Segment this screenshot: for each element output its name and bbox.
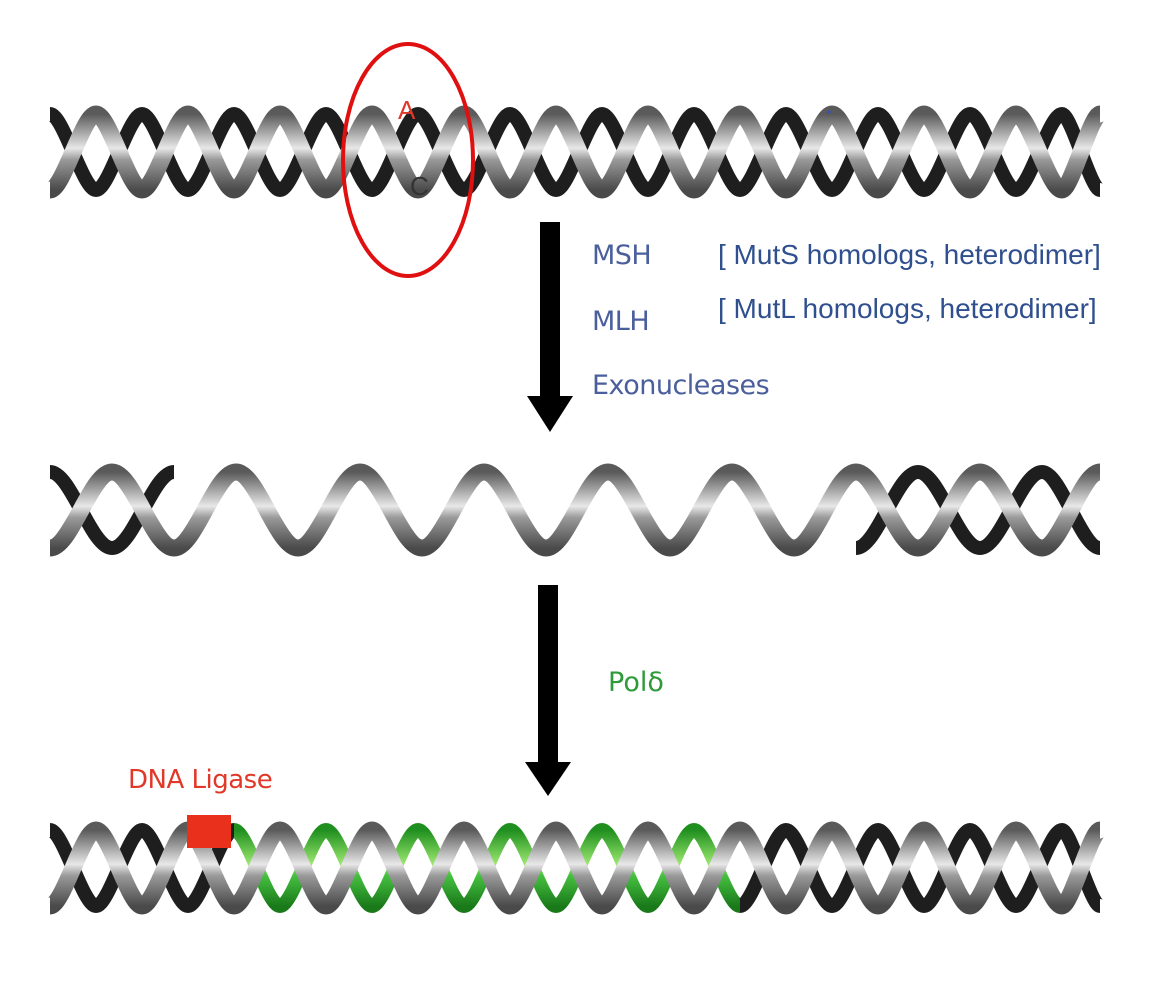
grey-strand-segment [644, 105, 698, 199]
grey-strand-segment [874, 821, 928, 915]
grey-strand-segment [230, 821, 284, 915]
grey-strand-segment [276, 105, 330, 199]
grey-strand-segment [552, 105, 606, 199]
grey-strand-segment [828, 105, 882, 199]
grey-strand-segment [791, 463, 859, 557]
mismatch-base-a: A [398, 95, 416, 125]
grey-strand-segment [368, 821, 422, 915]
grey-strand-segment [667, 463, 735, 557]
grey-strand-segment [552, 821, 606, 915]
mlh-label: MLH [592, 306, 650, 337]
grey-strand-segment [598, 105, 652, 199]
grey-strand-segment [46, 821, 100, 915]
msh-label: MSH [592, 240, 652, 271]
grey-strand-segment [853, 463, 921, 557]
grey-strand-segment [1057, 821, 1105, 915]
arrow-down-1 [527, 222, 573, 432]
mlh-note: [ MutL homologs, heterodimer] [718, 293, 1097, 324]
grey-strand-segment [92, 105, 146, 199]
grey-strand-segment [920, 105, 974, 199]
grey-strand-segment [1012, 821, 1066, 915]
pol-delta-label: Polδ [608, 667, 664, 698]
grey-strand-segment [295, 463, 363, 557]
grey-strand-segment [966, 105, 1020, 199]
grey-strand-segment [46, 105, 100, 199]
grey-strand-segment [915, 463, 983, 557]
grey-strand-segment [506, 821, 560, 915]
exonucleases-label: Exonucleases [592, 370, 770, 401]
grey-strand-segment [506, 105, 560, 199]
grey-strand-segment [368, 105, 422, 199]
grey-strand-segment [920, 821, 974, 915]
grey-strand-segment [138, 821, 192, 915]
grey-strand-segment [736, 105, 790, 199]
grey-strand-segment [736, 821, 790, 915]
grey-strand-segment [598, 821, 652, 915]
grey-strand-segment [414, 821, 468, 915]
grey-strand-segment [690, 105, 744, 199]
mismatch-circle [341, 42, 475, 278]
grey-strand-segment [782, 821, 836, 915]
grey-strand-segment [481, 463, 549, 557]
grey-strand-segment [1057, 105, 1105, 199]
grey-strand-segment [605, 463, 673, 557]
grey-strand-segment [543, 463, 611, 557]
grey-strand-segment [1012, 105, 1066, 199]
grey-strand-segment [828, 821, 882, 915]
grey-strand-segment [322, 105, 376, 199]
grey-strand-segment [644, 821, 698, 915]
grey-strand-segment [729, 463, 797, 557]
grey-strand-segment [977, 463, 1045, 557]
msh-note: [ MutS homologs, heterodimer] [718, 239, 1101, 270]
grey-strand-segment [782, 105, 836, 199]
grey-strand-segment [690, 821, 744, 915]
stray-dot [827, 110, 831, 114]
grey-strand-segment [966, 821, 1020, 915]
grey-strand-segment [874, 105, 928, 199]
grey-strand-segment [322, 821, 376, 915]
grey-strand-segment [138, 105, 192, 199]
grey-strand-segment [460, 821, 514, 915]
dna-helix-excised [47, 463, 1103, 557]
grey-strand-segment [276, 821, 330, 915]
grey-strand-segment [171, 463, 239, 557]
grey-strand-segment [419, 463, 487, 557]
dna-helix-mismatch [46, 105, 1105, 199]
grey-strand-segment [357, 463, 425, 557]
grey-strand-segment [92, 821, 146, 915]
grey-strand-segment [184, 105, 238, 199]
dna-ligase-label: DNA Ligase [128, 765, 273, 795]
grey-strand-segment [1039, 463, 1103, 557]
dna-ligase-box [187, 815, 231, 848]
grey-strand-segment [230, 105, 284, 199]
grey-strand-segment [414, 105, 468, 199]
grey-strand-segment [47, 463, 115, 557]
mismatch-base-c: C [410, 171, 429, 201]
grey-strand-segment [233, 463, 301, 557]
grey-strand-segment [109, 463, 177, 557]
dna-helix-repaired [46, 821, 1105, 915]
arrow-down-2 [525, 585, 571, 796]
